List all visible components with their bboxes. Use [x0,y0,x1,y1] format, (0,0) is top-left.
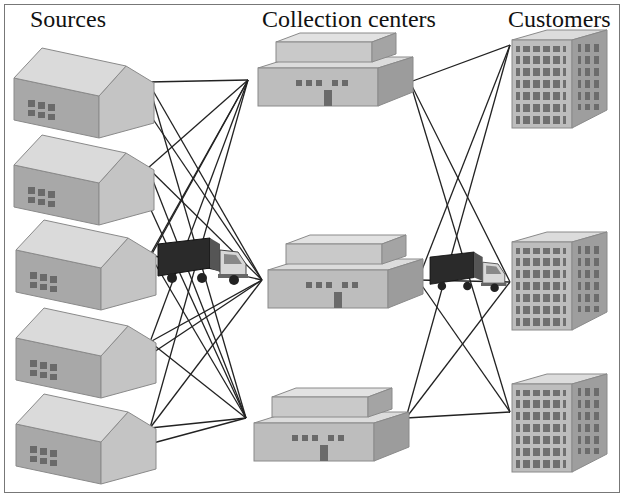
network-line [148,80,248,168]
customer-buildings [512,30,607,472]
network-line [410,82,510,412]
source-buildings [14,48,156,484]
network-line [410,45,510,82]
network-line [150,280,262,342]
network-line [406,282,510,418]
collection-center-buildings [254,33,423,461]
network-line [150,418,246,428]
network-line [418,45,510,280]
network-line [410,82,510,282]
network-line [150,342,246,418]
network-line [142,418,246,446]
network-line [148,168,246,418]
network-line [148,80,248,82]
column-heading: Collection centers [262,6,436,32]
network-line [150,280,262,428]
network-line [406,412,510,418]
network-line [142,280,262,360]
network-line [150,80,248,428]
network-line [406,45,510,418]
frame [5,5,620,493]
column-heading: Sources [30,6,106,32]
column-heading: Customers [508,6,611,32]
trucks [158,238,507,292]
network-line [150,80,248,342]
